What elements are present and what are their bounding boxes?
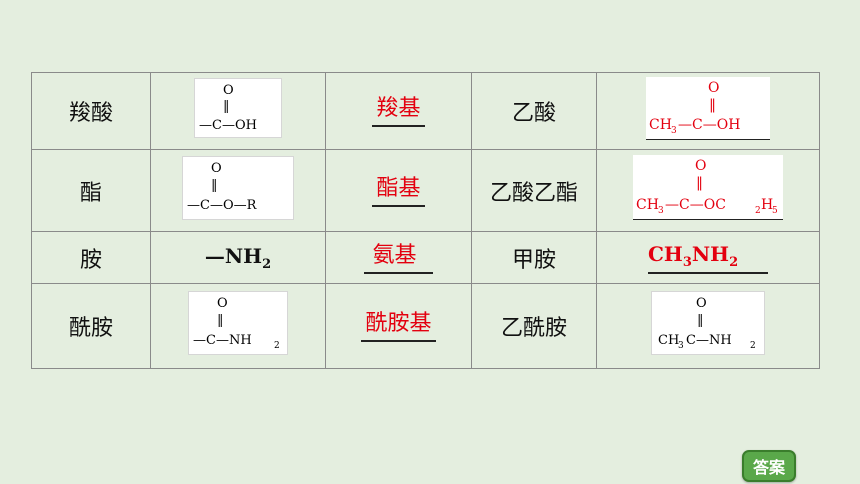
example-formula-cell: O ‖ CH 3 —C—OH bbox=[596, 72, 820, 150]
group-formula-cell: O ‖ —C—OH bbox=[150, 72, 326, 150]
table-row: 酯 O ‖ —C—O—R 酯基 乙酸乙酯 O ‖ CH 3 —C—OC bbox=[31, 149, 820, 232]
svg-text:2: 2 bbox=[755, 206, 761, 216]
svg-text:5: 5 bbox=[772, 206, 778, 216]
group-name-answer: 羧基 bbox=[372, 95, 425, 127]
svg-text:‖: ‖ bbox=[709, 97, 716, 113]
example-formula-cell: O ‖ CH 3 —C—OC 2 H 5 bbox=[596, 149, 820, 232]
methylamine-formula-answer: CH3NH2 bbox=[648, 242, 768, 274]
acetamide-structure-image: O ‖ CH 3 C—NH 2 bbox=[651, 291, 765, 355]
svg-text:CH: CH bbox=[636, 197, 659, 213]
svg-text:CH: CH bbox=[658, 333, 679, 348]
group-name-cell: 氨基 bbox=[325, 231, 472, 284]
class-name-cell: 胺 bbox=[31, 231, 151, 284]
svg-text:‖: ‖ bbox=[223, 99, 230, 114]
svg-text:O: O bbox=[217, 296, 228, 311]
svg-text:—C—OC: —C—OC bbox=[665, 197, 726, 213]
svg-text:2: 2 bbox=[274, 341, 280, 351]
svg-text:—C—OH: —C—OH bbox=[678, 117, 740, 133]
group-formula-cell: O ‖ —C—NH 2 bbox=[150, 283, 326, 369]
amide-structure-image: O ‖ —C—NH 2 bbox=[188, 291, 288, 355]
group-name-cell: 酯基 bbox=[325, 149, 472, 232]
group-name-cell: 羧基 bbox=[325, 72, 472, 150]
ester-structure-image: O ‖ —C—O—R bbox=[182, 155, 294, 220]
group-name-answer: 酯基 bbox=[372, 175, 425, 207]
svg-text:—C—O—R: —C—O—R bbox=[187, 198, 258, 213]
class-name-cell: 酯 bbox=[31, 149, 151, 232]
svg-text:‖: ‖ bbox=[211, 178, 218, 193]
svg-text:C—NH: C—NH bbox=[686, 333, 732, 348]
svg-text:CH: CH bbox=[649, 117, 672, 133]
table-row: 酰胺 O ‖ —C—NH 2 酰胺基 乙酰胺 O ‖ CH 3 bbox=[31, 283, 820, 369]
functional-group-table: 羧酸 O ‖ —C—OH 羧基 乙酸 O ‖ CH 3 —C—OH bbox=[31, 72, 820, 369]
example-cell: 乙酸乙酯 bbox=[471, 149, 597, 232]
example-cell: 甲胺 bbox=[471, 231, 597, 284]
svg-text:‖: ‖ bbox=[217, 313, 224, 328]
svg-text:‖: ‖ bbox=[696, 175, 703, 191]
carboxyl-structure-image: O ‖ —C—OH bbox=[194, 78, 282, 138]
svg-text:H: H bbox=[761, 197, 773, 213]
example-cell: 乙酸 bbox=[471, 72, 597, 150]
svg-text:‖: ‖ bbox=[697, 313, 704, 328]
svg-text:O: O bbox=[696, 296, 707, 311]
example-formula-cell: CH3NH2 bbox=[596, 231, 820, 284]
svg-text:O: O bbox=[695, 158, 706, 174]
group-name-answer: 氨基 bbox=[364, 242, 433, 274]
svg-text:—C—NH: —C—NH bbox=[193, 333, 252, 348]
amino-formula: —NH2 bbox=[204, 243, 272, 272]
svg-text:3: 3 bbox=[671, 126, 677, 136]
answer-button[interactable]: 答案 bbox=[742, 450, 796, 482]
svg-text:O: O bbox=[211, 161, 222, 176]
acetic-acid-structure-image: O ‖ CH 3 —C—OH bbox=[646, 76, 770, 140]
svg-text:O: O bbox=[708, 80, 719, 96]
table-row: 羧酸 O ‖ —C—OH 羧基 乙酸 O ‖ CH 3 —C—OH bbox=[31, 72, 820, 150]
group-name-answer: 酰胺基 bbox=[361, 310, 436, 342]
svg-text:—C—OH: —C—OH bbox=[199, 118, 257, 133]
svg-text:3: 3 bbox=[678, 341, 684, 351]
group-formula-cell: —NH2 bbox=[150, 231, 326, 284]
svg-text:2: 2 bbox=[750, 341, 756, 351]
table-row: 胺 —NH2 氨基 甲胺 CH3NH2 bbox=[31, 231, 820, 284]
class-name-cell: 羧酸 bbox=[31, 72, 151, 150]
ethyl-acetate-structure-image: O ‖ CH 3 —C—OC 2 H 5 bbox=[633, 155, 783, 220]
class-name-cell: 酰胺 bbox=[31, 283, 151, 369]
example-cell: 乙酰胺 bbox=[471, 283, 597, 369]
example-formula-cell: O ‖ CH 3 C—NH 2 bbox=[596, 283, 820, 369]
svg-text:3: 3 bbox=[658, 206, 664, 216]
group-name-cell: 酰胺基 bbox=[325, 283, 472, 369]
group-formula-cell: O ‖ —C—O—R bbox=[150, 149, 326, 232]
svg-text:O: O bbox=[223, 83, 234, 98]
